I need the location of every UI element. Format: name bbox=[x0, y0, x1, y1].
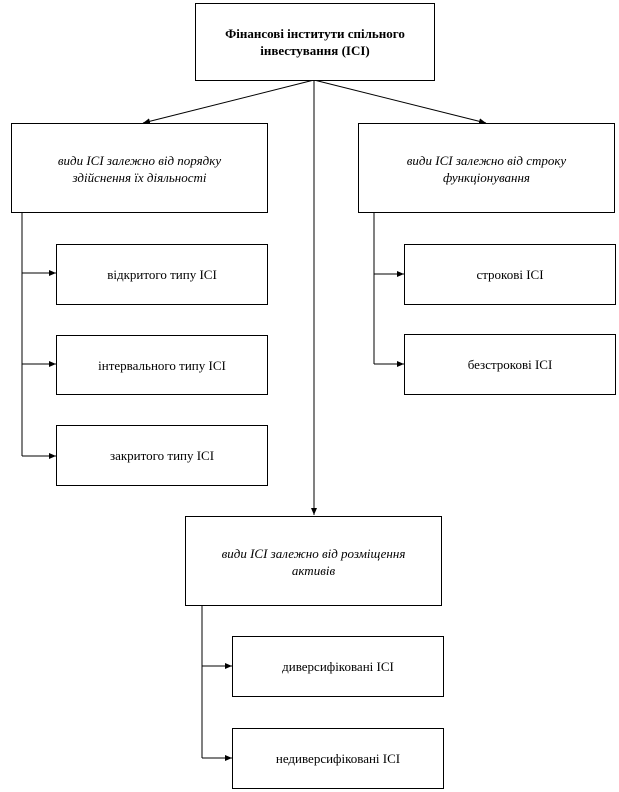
leaf-term: строкові ІСІ bbox=[404, 244, 616, 305]
category-by-activity: види ІСІ залежно від порядку здійснення … bbox=[11, 123, 268, 213]
leaf-unlimited-term: безстрокові ІСІ bbox=[404, 334, 616, 395]
leaf-closed-type: закритого типу ІСІ bbox=[56, 425, 268, 486]
leaf-diversified-label: диверсифіковані ІСІ bbox=[282, 659, 394, 674]
leaf-open-type: відкритого типу ІСІ bbox=[56, 244, 268, 305]
category-by-assets: види ІСІ залежно від розміщення активів bbox=[185, 516, 442, 606]
category-by-term-label: види ІСІ залежно від строку функціонуван… bbox=[406, 153, 567, 185]
leaf-open-type-label: відкритого типу ІСІ bbox=[107, 267, 217, 282]
leaf-non-diversified: недиверсифіковані ІСІ bbox=[232, 728, 444, 789]
leaf-closed-type-label: закритого типу ІСІ bbox=[109, 448, 215, 463]
connector-root-to-term bbox=[313, 79, 487, 125]
category-by-term: види ІСІ залежно від строку функціонуван… bbox=[358, 123, 615, 213]
category-by-assets-label: види ІСІ залежно від розміщення активів bbox=[221, 546, 406, 578]
root-node: Фінансові інститути спільного інвестуван… bbox=[195, 3, 435, 81]
root-node-label: Фінансові інститути спільного інвестуван… bbox=[225, 26, 405, 58]
leaf-interval-type: інтервального типу ІСІ bbox=[56, 335, 268, 395]
leaf-non-diversified-label: недиверсифіковані ІСІ bbox=[275, 751, 401, 766]
leaf-diversified: диверсифіковані ІСІ bbox=[232, 636, 444, 697]
leaf-unlimited-term-label: безстрокові ІСІ bbox=[467, 357, 553, 372]
category-by-activity-label: види ІСІ залежно від порядку здійснення … bbox=[57, 153, 222, 185]
leaf-interval-type-label: інтервального типу ІСІ bbox=[98, 357, 226, 373]
leaf-term-label: строкові ІСІ bbox=[476, 267, 544, 282]
connector-root-to-activity bbox=[142, 79, 315, 125]
